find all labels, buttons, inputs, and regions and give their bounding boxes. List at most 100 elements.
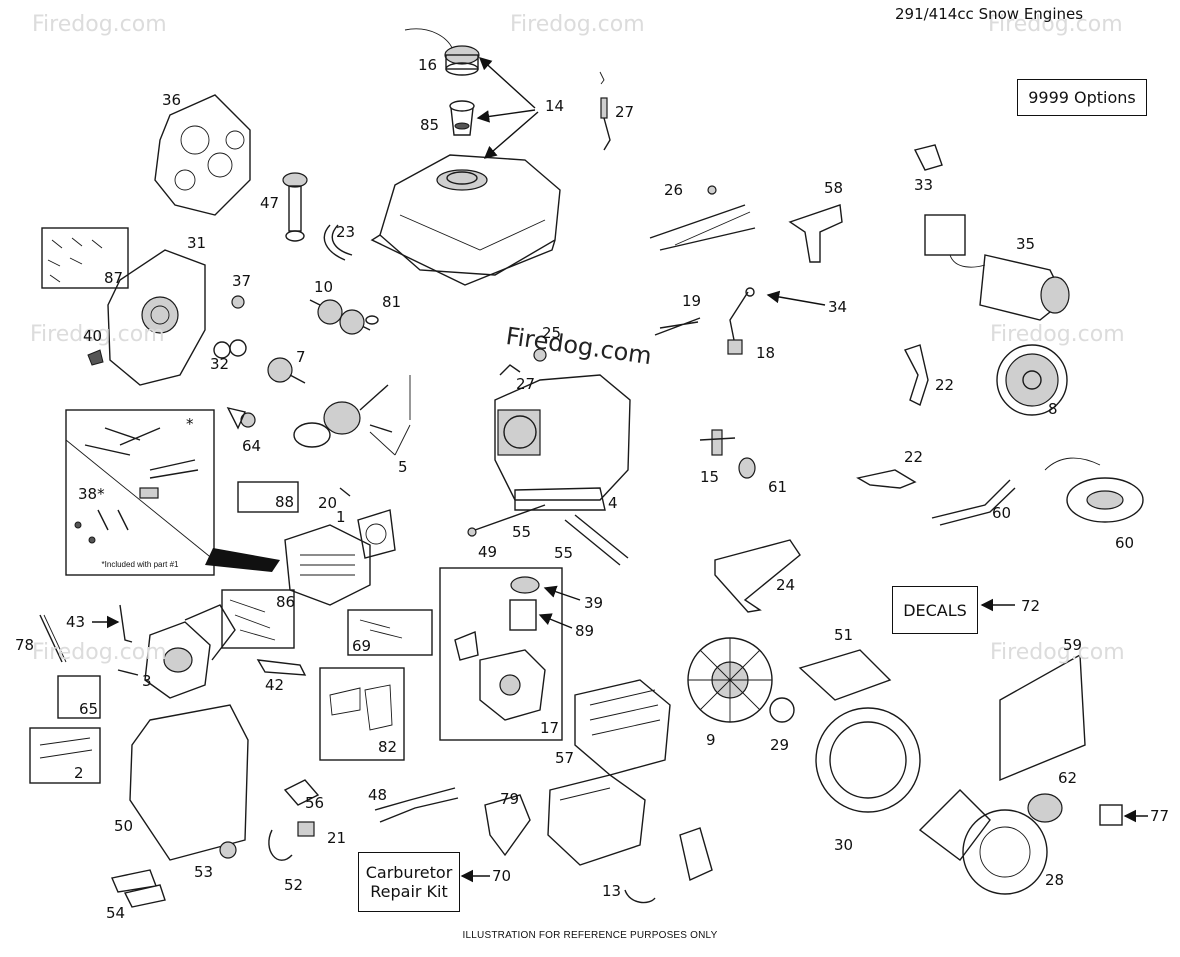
part-label[interactable]: 14	[545, 97, 565, 115]
part-label[interactable]: 28	[1045, 871, 1065, 889]
part-label[interactable]: 62	[1058, 769, 1078, 787]
part-label[interactable]: 17	[540, 719, 560, 737]
choke-rod-part	[599, 71, 611, 151]
part-label[interactable]: 52	[284, 876, 304, 894]
part-label[interactable]: 32	[210, 355, 230, 373]
cover-22a	[904, 344, 929, 406]
part-label[interactable]: 34	[828, 298, 848, 316]
part-label[interactable]: 64	[242, 437, 262, 455]
part-label[interactable]: 19	[682, 292, 702, 310]
part-label[interactable]: 8	[1048, 400, 1058, 418]
options-box[interactable]: 9999 Options	[1017, 79, 1147, 116]
part-label[interactable]: 26	[664, 181, 684, 199]
part-label[interactable]: 31	[187, 234, 207, 252]
part-label[interactable]: 55	[512, 523, 532, 541]
part-label[interactable]: 47	[260, 194, 280, 212]
part-label[interactable]: 60	[1115, 534, 1135, 552]
handle-62	[1027, 793, 1063, 823]
part-label[interactable]: 15	[700, 468, 720, 486]
part-label[interactable]: 81	[382, 293, 402, 311]
part-label[interactable]: 51	[834, 626, 854, 644]
part-label[interactable]: 35	[1016, 235, 1036, 253]
part-label[interactable]: 22	[935, 376, 955, 394]
part-label[interactable]: 36	[162, 91, 182, 109]
part-label[interactable]: 78	[15, 636, 35, 654]
part-label[interactable]: 24	[776, 576, 796, 594]
watermark: Firedog.com	[32, 12, 167, 37]
part-label[interactable]: 50	[114, 817, 134, 835]
part-label[interactable]: 54	[106, 904, 126, 922]
part-label[interactable]: 79	[500, 790, 520, 808]
part-label[interactable]: 1	[336, 508, 346, 526]
part-label[interactable]: 61	[768, 478, 788, 496]
part-label[interactable]: 89	[575, 622, 595, 640]
part-label[interactable]: 43	[66, 613, 86, 631]
part-label[interactable]: 10	[314, 278, 334, 296]
part-label[interactable]: 42	[265, 676, 285, 694]
part-label[interactable]: 21	[327, 829, 347, 847]
part-label[interactable]: 4	[608, 494, 618, 512]
part-label[interactable]: 2	[74, 764, 84, 782]
part-label[interactable]: 7	[296, 348, 306, 366]
blower-housing-50	[129, 704, 249, 861]
decals-box[interactable]: DECALS	[892, 586, 978, 634]
part-label[interactable]: 59	[1063, 636, 1083, 654]
hardware-box-86	[221, 589, 295, 649]
part-label[interactable]: 20	[318, 494, 338, 512]
part-label[interactable]: 58	[824, 179, 844, 197]
sensor-part	[729, 291, 749, 346]
part-label[interactable]: 87	[104, 269, 124, 287]
part-label[interactable]: 53	[194, 863, 214, 881]
part-label[interactable]: 23	[336, 223, 356, 241]
part-label[interactable]: 60	[992, 504, 1012, 522]
part-label[interactable]: 85	[420, 116, 440, 134]
part-label[interactable]: 13	[602, 882, 622, 900]
part-label[interactable]: 33	[914, 176, 934, 194]
cylinder-head-part	[284, 524, 371, 606]
part-label[interactable]: 5	[398, 458, 408, 476]
part-29	[769, 697, 795, 723]
head-pointer-arrow	[205, 548, 280, 572]
part-label[interactable]: 18	[756, 344, 776, 362]
part-label[interactable]: 27	[516, 375, 536, 393]
plug-20	[339, 487, 351, 497]
part-label[interactable]: 40	[83, 327, 103, 345]
part-label[interactable]: 25	[542, 324, 562, 342]
carburetor-repair-kit-box[interactable]: Carburetor Repair Kit	[358, 852, 460, 912]
part-label[interactable]: 38*	[78, 485, 105, 503]
part-label[interactable]: 77	[1150, 807, 1170, 825]
part-label[interactable]: 56	[305, 794, 325, 812]
part-56	[283, 779, 320, 806]
part-label[interactable]: 69	[352, 637, 372, 655]
hardware-box-88	[237, 481, 299, 513]
part-label[interactable]: 37	[232, 272, 252, 290]
part-label[interactable]: 70	[492, 867, 512, 885]
part-label[interactable]: 16	[418, 56, 438, 74]
part-label[interactable]: 9	[706, 731, 716, 749]
part-label[interactable]: 39	[584, 594, 604, 612]
part-label[interactable]: 48	[368, 786, 388, 804]
part-label[interactable]: 72	[1021, 597, 1041, 615]
part-label[interactable]: 29	[770, 736, 790, 754]
engine-block-part	[494, 374, 631, 511]
part-label[interactable]: 57	[555, 749, 575, 767]
part-label[interactable]: 27	[615, 103, 635, 121]
oil-plug-part	[87, 349, 104, 366]
flywheel-part	[996, 344, 1068, 416]
part-label[interactable]: 30	[834, 836, 854, 854]
part-label[interactable]: 65	[79, 700, 99, 718]
recoil-starter-28	[962, 809, 1048, 895]
part-label[interactable]: 82	[378, 738, 398, 756]
hardware-box-65	[57, 675, 101, 719]
part-label[interactable]: 22	[904, 448, 924, 466]
dipstick-part	[282, 172, 308, 242]
part-21	[297, 821, 315, 837]
wire-harness-60	[931, 479, 1016, 526]
part-label[interactable]: 86	[276, 593, 296, 611]
decals-label: DECALS	[903, 600, 967, 620]
governor-gear-part	[231, 295, 245, 309]
part-label[interactable]: 55	[554, 544, 574, 562]
part-label[interactable]: 3	[142, 672, 152, 690]
part-label[interactable]: 88	[275, 493, 295, 511]
part-label[interactable]: 49	[478, 543, 498, 561]
